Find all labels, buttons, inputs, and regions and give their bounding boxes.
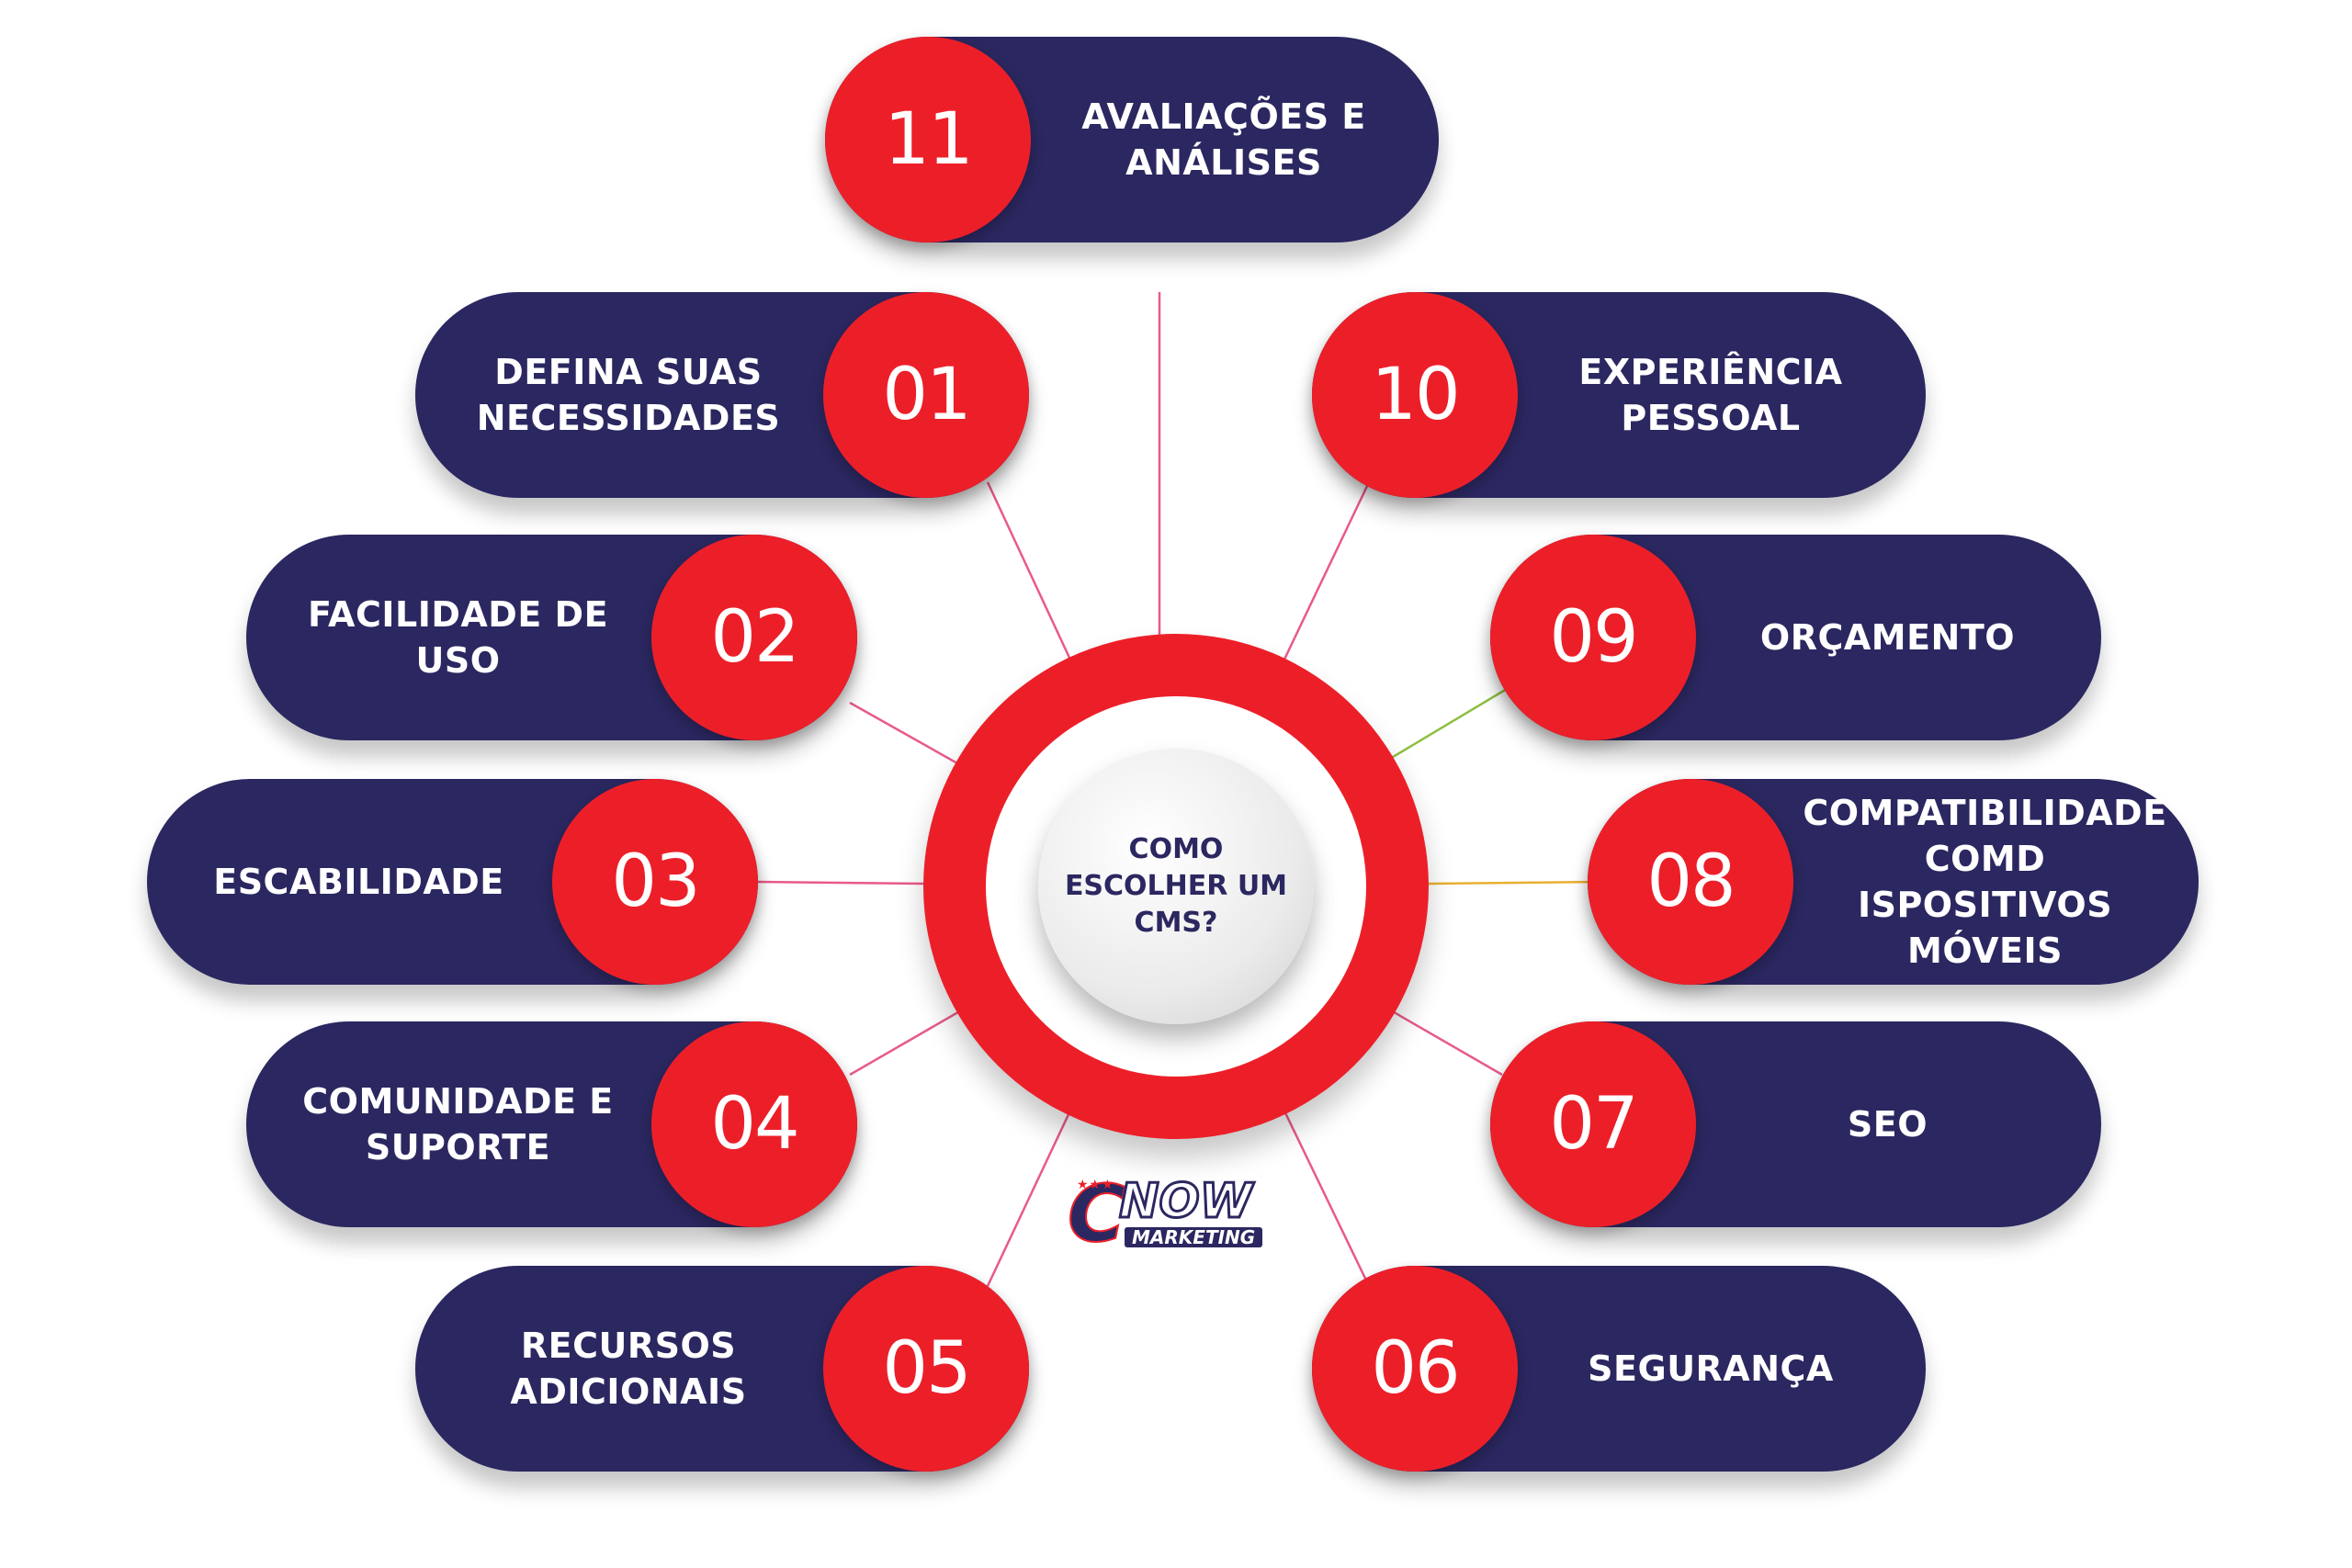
step-number-badge: 06 [1312, 1266, 1518, 1472]
step-pill-03: ESCABILIDADE 03 [147, 779, 758, 985]
step-pill-09: ORÇAMENTO 09 [1490, 535, 2101, 740]
step-number-badge: 07 [1490, 1021, 1696, 1227]
step-number-badge: 03 [552, 779, 758, 985]
step-number-badge: 11 [825, 37, 1031, 243]
step-number-badge: 10 [1312, 292, 1518, 498]
step-label: SEGURANÇA [1588, 1348, 1834, 1389]
step-number-badge: 04 [651, 1021, 857, 1227]
hub-center: COMO ESCOLHER UM CMS? [1038, 749, 1314, 1024]
step-label: RECURSOS ADICIONAIS [510, 1325, 747, 1412]
step-pill-04: COMUNIDADE E SUPORTE 04 [246, 1021, 857, 1227]
step-pill-01: DEFINA SUAS NECESSIDADES 01 [415, 292, 1029, 498]
cnow-marketing-logo: C ★★★ NOW MARKETING [1067, 1168, 1274, 1260]
step-pill-10: EXPERIÊNCIA PESSOAL 10 [1312, 292, 1926, 498]
step-label: SEO [1847, 1104, 1928, 1145]
step-label: ORÇAMENTO [1759, 617, 2016, 658]
step-pill-05: RECURSOS ADICIONAIS 05 [415, 1266, 1029, 1472]
step-label: AVALIAÇÕES E ANÁLISES [1081, 96, 1366, 183]
logo-tagline: MARKETING [1125, 1227, 1263, 1247]
step-label: COMPATIBILIDADE COMD ISPOSITIVOS MÓVEIS [1803, 793, 2167, 971]
step-number-badge: 08 [1588, 779, 1793, 985]
step-label: EXPERIÊNCIA PESSOAL [1578, 352, 1843, 438]
logo-mark: C [1067, 1168, 1126, 1260]
step-label: DEFINA SUAS NECESSIDADES [476, 352, 781, 438]
step-label: ESCABILIDADE [213, 862, 504, 902]
step-pill-06: SEGURANÇA 06 [1312, 1266, 1926, 1472]
step-number-badge: 01 [823, 292, 1029, 498]
hub-title: COMO ESCOLHER UM CMS? [1064, 833, 1288, 939]
step-number-badge: 02 [651, 535, 857, 740]
step-number-badge: 05 [823, 1266, 1029, 1472]
step-label: FACILIDADE DE USO [307, 594, 609, 681]
logo-stars: ★★★ [1077, 1178, 1114, 1192]
step-number-badge: 09 [1490, 535, 1696, 740]
logo-name: NOW [1117, 1174, 1253, 1229]
step-pill-07: SEO 07 [1490, 1021, 2101, 1227]
step-pill-02: FACILIDADE DE USO 02 [246, 535, 857, 740]
step-pill-11: AVALIAÇÕES E ANÁLISES 11 [825, 37, 1439, 243]
step-label: COMUNIDADE E SUPORTE [302, 1081, 614, 1168]
